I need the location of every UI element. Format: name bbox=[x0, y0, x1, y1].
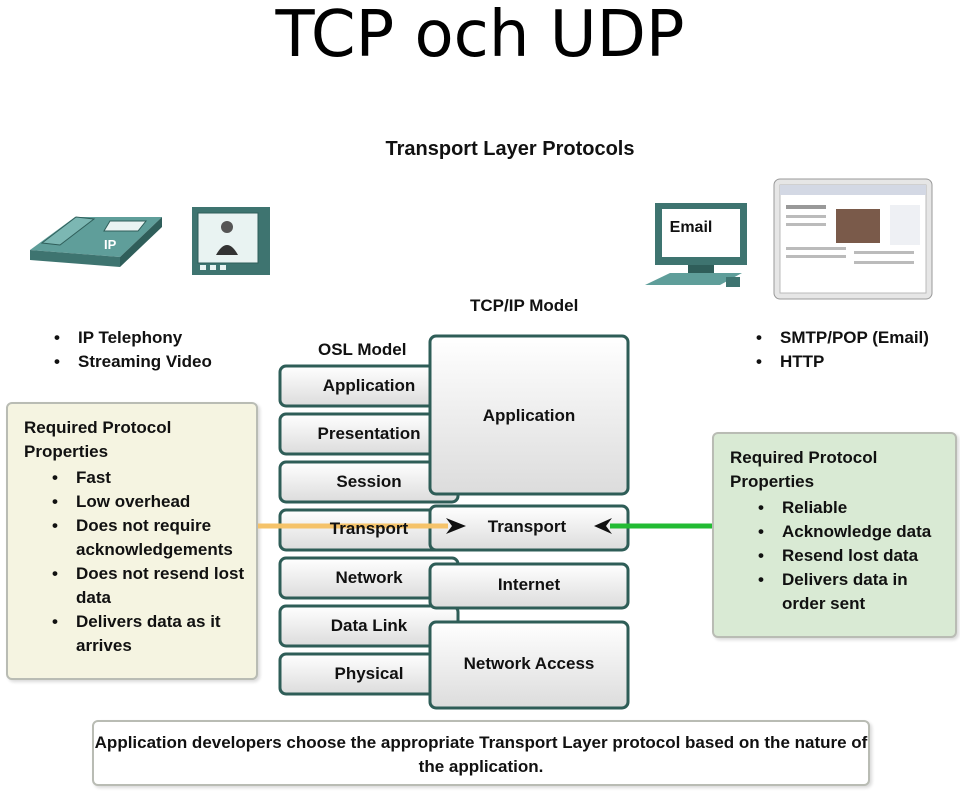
list-item: Delivers data as it arrives bbox=[24, 610, 248, 658]
list-item: HTTP bbox=[752, 350, 952, 374]
osi-model-title: OSL Model bbox=[318, 340, 407, 359]
osi-label-data-link: Data Link bbox=[330, 616, 408, 635]
list-item: Acknowledge data bbox=[730, 520, 951, 544]
list-item: SMTP/POP (Email) bbox=[752, 326, 952, 350]
ip-phone-icon: IP bbox=[30, 216, 162, 267]
list-item: Does not require acknowledgements bbox=[24, 514, 248, 562]
tcpip-label-transport: Transport bbox=[487, 517, 567, 536]
udp-applications-list: IP Telephony Streaming Video bbox=[50, 326, 290, 374]
note-box: Application developers choose the approp… bbox=[92, 720, 870, 786]
osi-layers bbox=[278, 364, 460, 696]
phone-badge: IP bbox=[104, 237, 117, 252]
tcp-properties-box: Required Protocol Properties Reliable Ac… bbox=[712, 432, 957, 638]
list-item: Streaming Video bbox=[50, 350, 290, 374]
video-monitor-icon bbox=[192, 207, 270, 275]
tcpip-label-internet: Internet bbox=[497, 575, 561, 594]
slide-title: TCP och UDP bbox=[275, 0, 685, 72]
osi-label-application: Application bbox=[322, 376, 416, 395]
osi-label-physical: Physical bbox=[334, 664, 404, 683]
osi-label-session: Session bbox=[336, 472, 402, 491]
tcpip-label-network-access: Network Access bbox=[463, 654, 595, 673]
tcp-properties-heading: Required Protocol Properties bbox=[730, 448, 878, 491]
list-item: Delivers data in order sent bbox=[730, 568, 951, 616]
email-label: Email bbox=[669, 219, 713, 236]
tcp-arrowhead-icon bbox=[594, 518, 612, 534]
tcp-applications-list: SMTP/POP (Email) HTTP bbox=[752, 326, 952, 374]
udp-properties-box: Required Protocol Properties Fast Low ov… bbox=[6, 402, 258, 680]
list-item: IP Telephony bbox=[50, 326, 290, 350]
tcpip-label-application: Application bbox=[482, 406, 576, 425]
list-item: Fast bbox=[24, 466, 248, 490]
tcpip-layer-application bbox=[428, 334, 630, 496]
udp-properties-heading: Required Protocol Properties bbox=[24, 418, 172, 461]
list-item: Low overhead bbox=[24, 490, 248, 514]
list-item: Does not resend lost data bbox=[24, 562, 248, 610]
tcpip-layer-internet bbox=[428, 562, 630, 610]
udp-arrowhead-icon bbox=[446, 518, 466, 534]
devices-right bbox=[645, 178, 933, 300]
tcpip-layer-network-access bbox=[428, 620, 630, 710]
osi-label-transport: Transport bbox=[329, 519, 409, 538]
devices-left: IP bbox=[30, 207, 270, 275]
web-page-icon bbox=[773, 178, 933, 300]
list-item: Resend lost data bbox=[730, 544, 951, 568]
osi-label-presentation: Presentation bbox=[317, 424, 421, 443]
diagram-title: Transport Layer Protocols bbox=[385, 138, 635, 160]
list-item: Reliable bbox=[730, 496, 951, 520]
note-text: Application developers choose the approp… bbox=[94, 733, 868, 776]
tcpip-layers bbox=[428, 334, 630, 710]
computer-icon bbox=[645, 203, 747, 287]
osi-label-network: Network bbox=[335, 568, 403, 587]
tcpip-model-title: TCP/IP Model bbox=[470, 296, 579, 315]
